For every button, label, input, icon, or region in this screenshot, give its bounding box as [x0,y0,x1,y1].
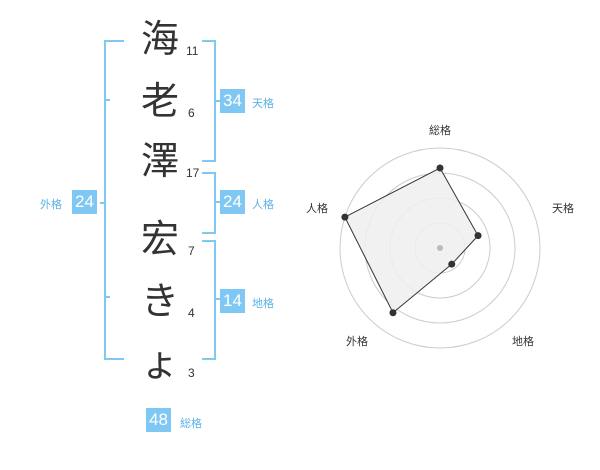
gaikaku-bracket [104,40,124,360]
gaikaku-inner-tick-1 [104,99,110,101]
soukaku-label: 総格 [180,417,202,430]
radar-points [341,164,482,317]
radar-label-tenkaku: 天格 [552,201,574,215]
stroke-count-5: 4 [188,306,195,320]
jinkaku-bracket [202,172,216,234]
tenkaku-bracket-tick [214,100,220,102]
jinkaku-label: 人格 [252,198,274,211]
name-char-5: き [140,279,179,323]
stroke-count-2: 6 [188,106,195,120]
gaikaku-label: 外格 [40,198,62,211]
name-char-2: 老 [140,79,179,123]
radar-chart: 総格 天格 地格 外格 人格 [306,123,574,349]
gaikaku-value: 24 [72,190,97,214]
name-char-1: 海 [140,17,179,61]
radar-point-0 [436,164,444,172]
tenkaku-value: 34 [220,89,245,113]
stroke-count-4: 7 [188,244,195,258]
radar-label-chikaku: 地格 [512,334,534,348]
stroke-count-1: 11 [186,44,199,58]
jinkaku-value: 24 [220,190,245,214]
chikaku-bracket-tick [214,298,220,300]
radar-polygon [344,167,479,314]
name-char-6: ょ [140,341,179,385]
jinkaku-bracket-tick [214,201,220,203]
name-char-4: 宏 [140,217,179,261]
chikaku-label: 地格 [252,297,274,310]
gaikaku-inner-tick-2 [104,296,110,298]
radar-label-jinkaku: 人格 [306,201,328,215]
radar-point-1 [474,232,482,240]
name-char-3: 澤 [140,139,179,183]
radar-point-4 [341,213,349,221]
stroke-count-3: 17 [186,166,200,180]
chikaku-bracket [202,240,216,360]
soukaku-value: 48 [146,408,171,432]
chikaku-value: 14 [220,289,245,313]
radar-point-3 [389,309,397,317]
radar-label-gaikaku: 外格 [346,334,368,348]
radar-center-dot [437,245,443,251]
radar-ring [339,147,541,349]
radar-label-soukaku: 総格 [429,123,451,137]
stroke-count-6: 3 [188,366,195,380]
tenkaku-label: 天格 [252,97,274,110]
radar-point-2 [448,260,456,268]
gaikaku-bracket-tick [100,202,106,204]
